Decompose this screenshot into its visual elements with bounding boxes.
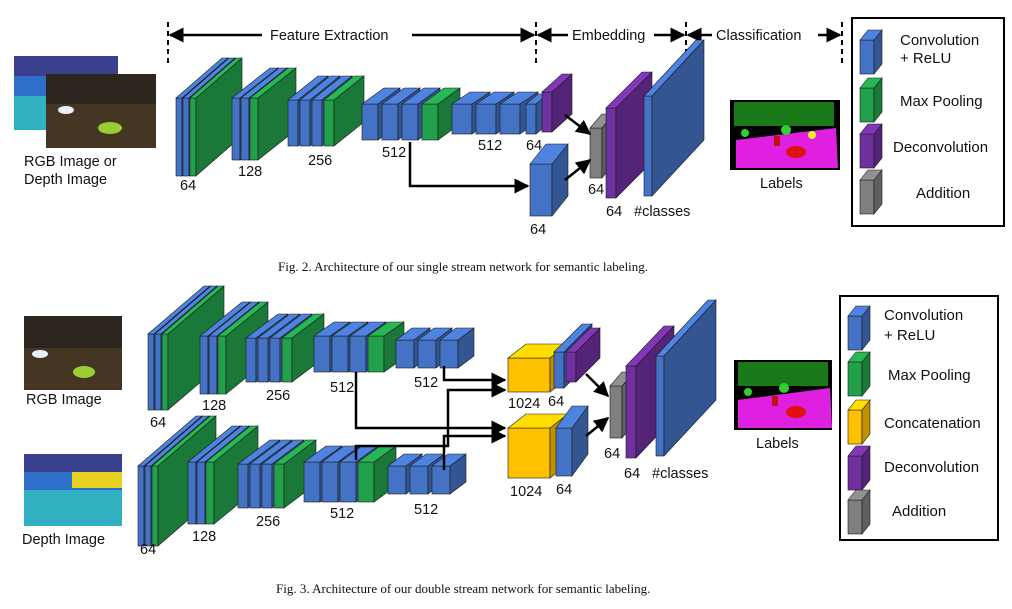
legend-add-icon xyxy=(847,489,871,535)
legend-concat-icon xyxy=(847,399,871,445)
fig3-depth-image xyxy=(24,454,122,526)
section-embedding: Embedding xyxy=(572,28,645,44)
fig2-skip-conv xyxy=(529,143,569,217)
fig3-legend-deconv: Deconvolution xyxy=(884,459,979,476)
fig3-top-dim-64: 64 xyxy=(150,415,166,431)
fig3-rgb-label: RGB Image xyxy=(26,392,102,408)
fig3-cat-bot-conv xyxy=(555,405,589,477)
fig3-top-block5-conv-layer xyxy=(439,327,475,369)
fig2-input-images xyxy=(14,56,156,148)
legend-conv-icon xyxy=(859,29,883,75)
fig3-deconv64: 64 xyxy=(624,466,640,482)
fig2-dim-512b: 512 xyxy=(478,138,502,154)
fig2-dim-512a: 512 xyxy=(382,145,406,161)
fig3-output-labels-image xyxy=(734,360,832,430)
fig3-bot-dim-128: 128 xyxy=(192,529,216,545)
fig3-bot-block4-pool-layer xyxy=(357,445,397,503)
fig3-bot-dim-512b: 512 xyxy=(414,502,438,518)
fig3-classes: #classes xyxy=(652,466,708,482)
fig2-dim-skip64: 64 xyxy=(530,222,546,238)
fig2-legend-deconv: Deconvolution xyxy=(893,139,988,156)
fig2-legend-conv-2: + ReLU xyxy=(900,50,951,67)
legend-pool-icon xyxy=(847,351,871,397)
fig3-output-label: Labels xyxy=(756,436,799,452)
fig3-cat-top-deconv xyxy=(565,327,601,383)
fig2-class-conv xyxy=(643,39,705,197)
fig2: RGB Image or Depth Image Feature Extract… xyxy=(14,17,1005,274)
fig3-class-conv xyxy=(655,299,717,457)
fig3-bot-block1-pool-layer xyxy=(151,415,217,547)
fig2-input-label-2: Depth Image xyxy=(24,172,107,188)
section-classification: Classification xyxy=(716,28,801,44)
legend-deconv-icon xyxy=(847,445,871,491)
fig2-dim-add64: 64 xyxy=(588,182,604,198)
fig3-bot-dim-512a: 512 xyxy=(330,506,354,522)
legend-pool-icon xyxy=(859,77,883,123)
fig2-legend-pool: Max Pooling xyxy=(900,93,983,110)
fig3-bot-block5-conv-layer xyxy=(431,453,467,495)
fig3-cat-bot-64: 64 xyxy=(556,482,572,498)
fig3-legend-conv-1: Convolution xyxy=(884,307,963,324)
fig3-bot-dim-64: 64 xyxy=(140,542,156,558)
fig2-legend-conv-1: Convolution xyxy=(900,32,979,49)
fig3-top-block3-pool-layer xyxy=(281,313,325,383)
fig3-bot-block3-pool-layer xyxy=(273,439,317,509)
fig3-depth-label: Depth Image xyxy=(22,532,105,548)
fig2-embed-deconv xyxy=(541,73,573,133)
fig2-output-label: Labels xyxy=(760,176,803,192)
fig3-cat-bot: 1024 xyxy=(510,484,542,500)
fig2-input-label-1: RGB Image or xyxy=(24,154,117,170)
fig3-legend-concat: Concatenation xyxy=(884,415,981,432)
fig3-top-dim-128: 128 xyxy=(202,398,226,414)
fig3-legend-pool: Max Pooling xyxy=(888,367,971,384)
fig2-output-labels-image xyxy=(730,100,840,170)
fig2-legend-add: Addition xyxy=(916,185,970,202)
fig2-layers xyxy=(175,39,705,217)
legend-deconv-icon xyxy=(859,123,883,169)
fig3-caption: Fig. 3. Architecture of our double strea… xyxy=(276,581,650,596)
fig3-cat-top-64: 64 xyxy=(548,394,564,410)
fig2-block2-pool-layer xyxy=(249,67,297,161)
section-feature-extraction: Feature Extraction xyxy=(270,28,388,44)
fig2-dim-64: 64 xyxy=(180,178,196,194)
fig2-dim-emb64: 64 xyxy=(526,138,542,154)
legend-add-icon xyxy=(859,169,883,215)
fig3-legend-conv-2: + ReLU xyxy=(884,327,935,344)
fig3-layers xyxy=(137,285,717,547)
fig2-dim-256: 256 xyxy=(308,153,332,169)
legend-conv-icon xyxy=(847,305,871,351)
fig2-dim-deconv64: 64 xyxy=(606,204,622,220)
fig3-top-dim-512b: 512 xyxy=(414,375,438,391)
fig2-dim-classes: #classes xyxy=(634,204,690,220)
fig3-bot-dim-256: 256 xyxy=(256,514,280,530)
fig3-top-dim-256: 256 xyxy=(266,388,290,404)
fig2-block1-pool-layer xyxy=(189,57,243,177)
fig2-dim-128: 128 xyxy=(238,164,262,180)
fig3-legend-add: Addition xyxy=(892,503,946,520)
fig3-bot-block2-pool-layer xyxy=(205,425,259,525)
fig2-caption: Fig. 2. Architecture of our single strea… xyxy=(278,259,648,274)
fig3-top-dim-512a: 512 xyxy=(330,380,354,396)
fig3-add64: 64 xyxy=(604,446,620,462)
fig2-deconv xyxy=(605,71,653,199)
fig3: RGB Image Depth Image 64 128 256 512 512… xyxy=(22,285,999,596)
fig3-rgb-image xyxy=(24,316,122,390)
fig3-cat-top: 1024 xyxy=(508,396,540,412)
